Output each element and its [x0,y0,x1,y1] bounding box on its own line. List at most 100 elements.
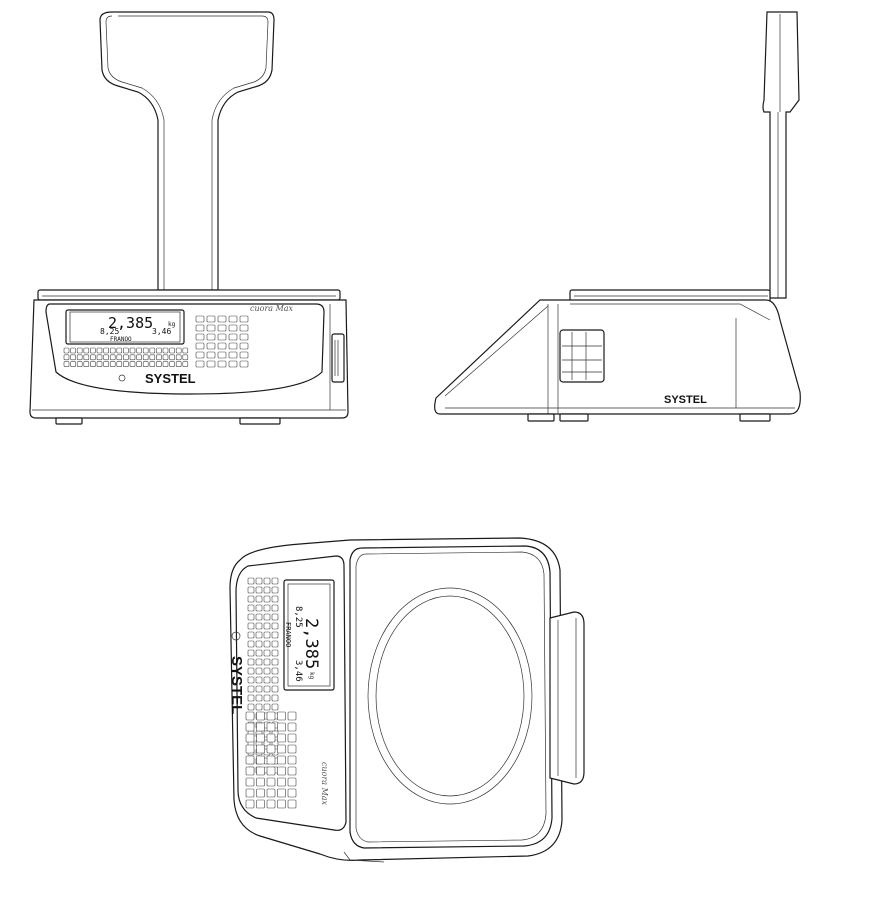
key [255,622,263,630]
key [195,360,205,368]
front-lcd [65,309,185,345]
key [266,722,276,732]
key [263,640,271,648]
key [123,354,129,361]
key [245,722,255,732]
key [271,649,279,657]
key [255,703,263,711]
key [263,586,271,594]
key [245,755,255,765]
side-view: SYSTEL [434,11,801,422]
key [247,685,255,693]
key [136,361,142,367]
key [182,354,189,361]
key [149,361,156,367]
key [245,766,255,776]
key [256,733,265,743]
top-weight-unit: kg [308,672,315,680]
key [142,354,149,361]
top-platter [349,545,553,849]
key [266,711,276,721]
key [277,755,286,765]
key [103,361,109,367]
key [206,324,216,332]
front-foot-left [55,417,83,425]
key [271,640,279,648]
key [129,354,136,361]
key [266,744,276,754]
key [271,631,279,639]
key [277,744,286,754]
key [271,577,279,585]
key [70,361,76,367]
key [142,347,149,354]
top-side-handle [549,611,585,785]
key [266,755,276,765]
key [266,733,276,743]
key [271,622,279,630]
key [228,315,238,323]
key [83,361,90,367]
key [103,347,109,354]
top-function-keys [245,711,297,809]
key [256,711,265,721]
key [247,703,255,711]
key [255,595,263,603]
front-foot-right [239,417,281,425]
key [266,766,276,776]
key [245,788,255,798]
key [76,354,83,361]
key [255,658,263,666]
top-model-name: cuora Max [320,762,329,806]
key [277,766,286,776]
key [263,595,271,603]
key [271,703,279,711]
key [277,733,286,743]
key [116,347,123,354]
key [255,667,263,675]
key [142,361,149,367]
key [195,315,205,323]
key [263,577,271,585]
key [70,354,76,361]
key [255,685,263,693]
key [245,733,255,743]
key [109,354,116,361]
key [245,799,255,809]
key [255,604,263,612]
key [162,361,169,367]
key [175,361,182,367]
key [96,354,103,361]
key [287,733,297,743]
side-brand-logo: SYSTEL [664,394,707,406]
key [206,360,216,368]
key [116,354,123,361]
key [96,361,103,367]
front-brand-logo: SYSTEL [145,371,196,386]
key [263,658,271,666]
key [156,361,162,367]
key [255,586,263,594]
key [247,622,255,630]
key [76,361,83,367]
key [136,354,142,361]
key [256,722,265,732]
key [263,613,271,621]
key [263,604,271,612]
key [228,324,238,332]
side-foot-2 [559,413,589,422]
key [247,586,255,594]
key [156,354,162,361]
key [217,360,227,368]
side-foot-1 [527,413,555,422]
key [239,324,249,332]
side-pole [762,11,800,299]
key [175,347,182,354]
key [195,324,205,332]
front-function-keys [195,315,249,368]
key [217,351,227,359]
top-plu-keys [247,577,279,774]
key [239,315,249,323]
front-weight-unit: kg [168,321,176,328]
